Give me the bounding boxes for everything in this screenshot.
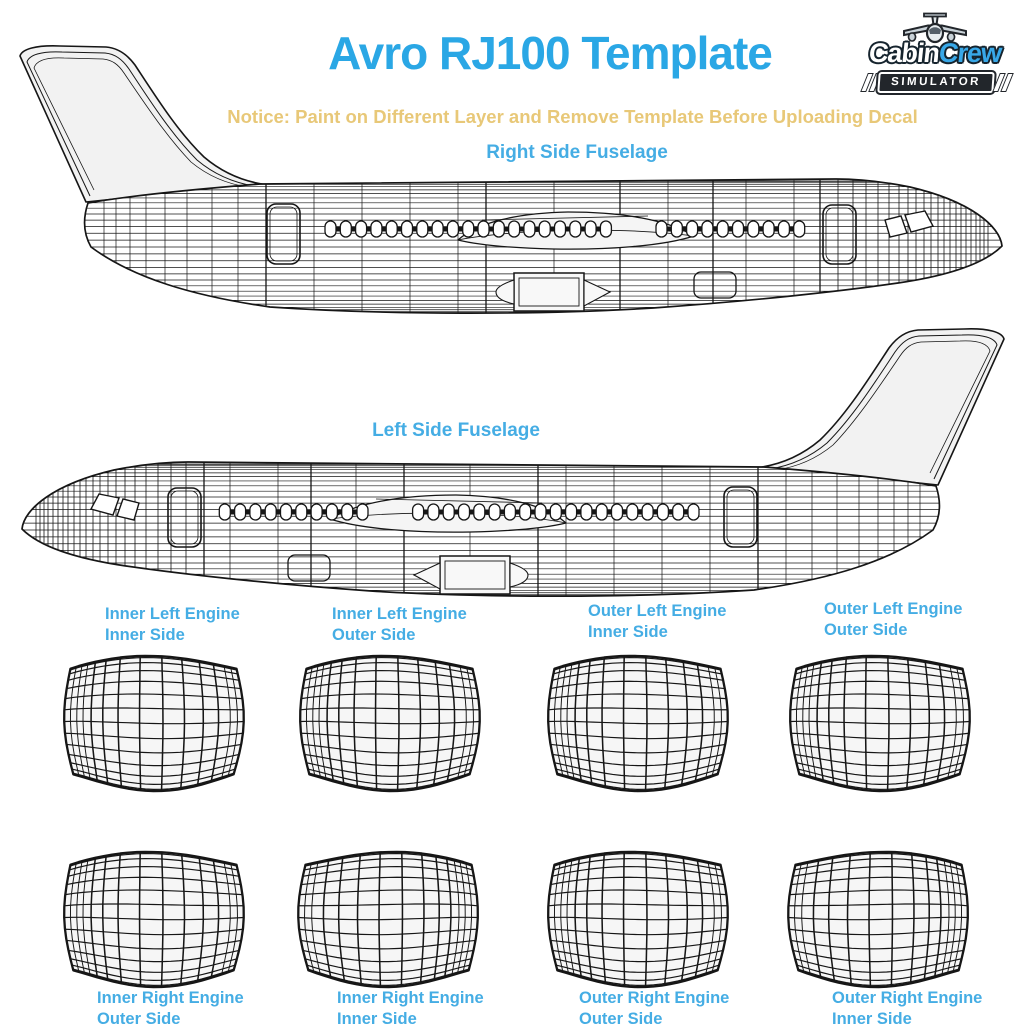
engine-panel-wireframe bbox=[547, 850, 729, 989]
engine-panel-wireframe bbox=[297, 850, 479, 989]
engine-panel-wireframe bbox=[63, 654, 245, 793]
notice-text: Notice: Paint on Different Layer and Rem… bbox=[227, 106, 918, 127]
engine-panel-wireframe bbox=[789, 654, 971, 793]
left-fuselage-wireframe bbox=[21, 328, 1005, 597]
cabincrew-simulator-logo: CabinCrew SIMULATOR bbox=[852, 10, 1018, 100]
airplane-front-icon bbox=[903, 12, 967, 44]
right-fuselage-wireframe bbox=[19, 45, 1003, 314]
engine-panel-wireframe bbox=[299, 654, 481, 793]
left-fuselage-label: Left Side Fuselage bbox=[372, 420, 540, 441]
right-fuselage-label: Right Side Fuselage bbox=[486, 142, 668, 163]
engine-panel-wireframe bbox=[787, 850, 969, 989]
page-title: Avro RJ100 Template bbox=[328, 27, 773, 79]
engine-panel-wireframe bbox=[63, 850, 245, 989]
engine-panel-wireframe bbox=[547, 654, 729, 793]
